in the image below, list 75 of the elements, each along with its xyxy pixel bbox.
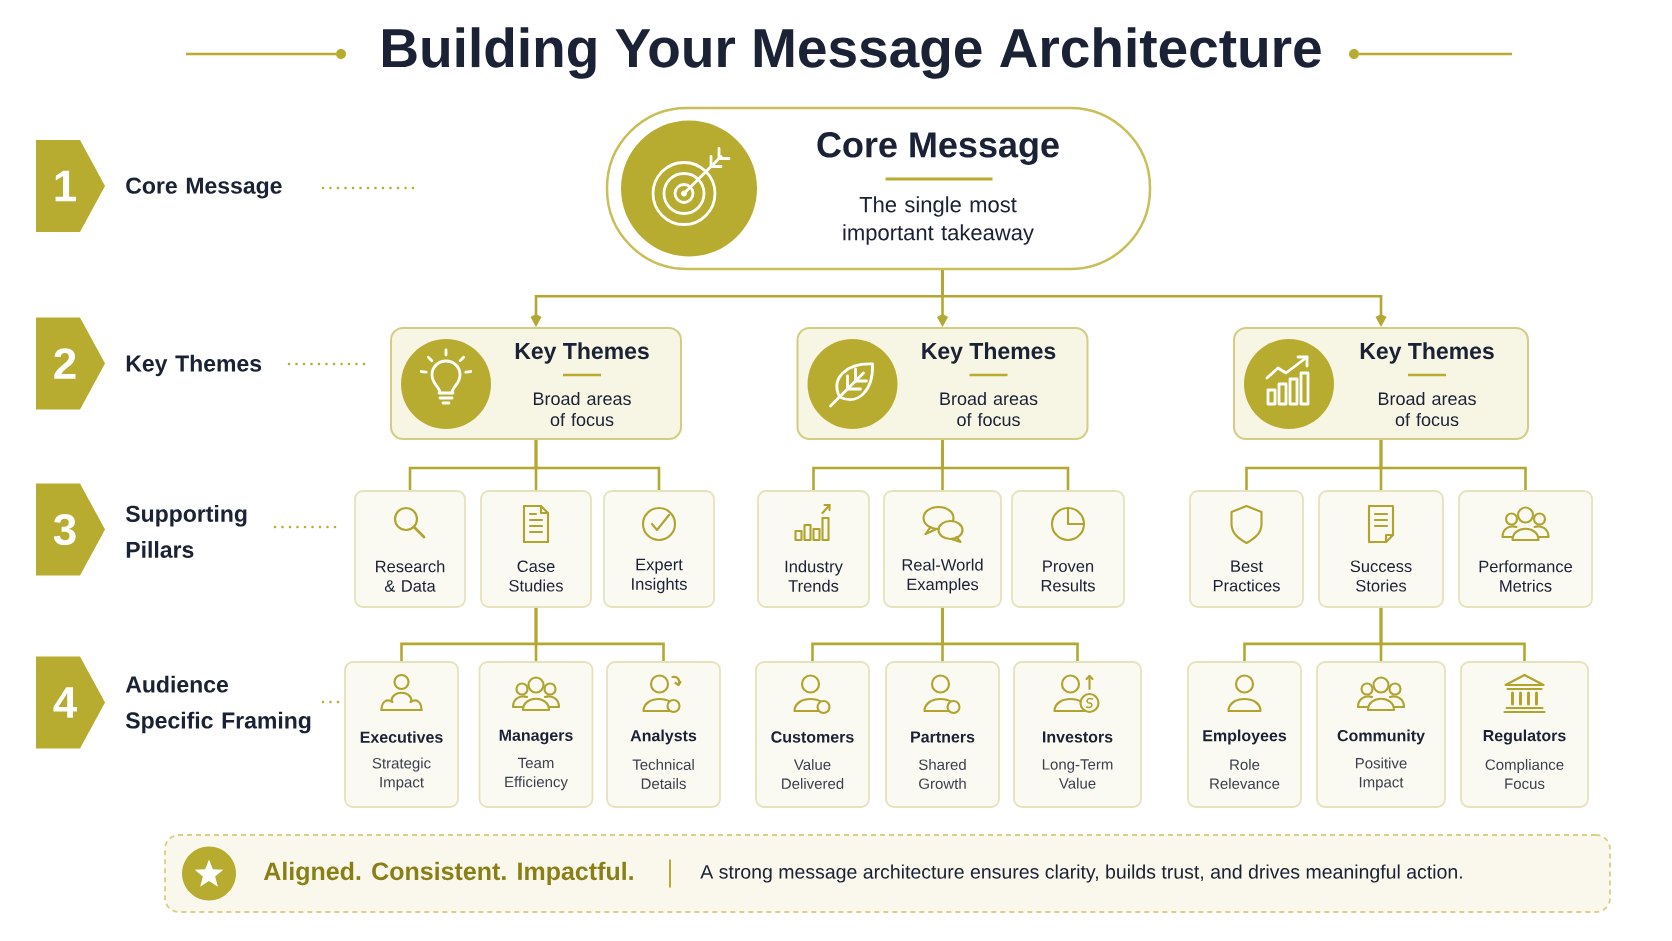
- audience-card: [1013, 661, 1142, 808]
- card-text: Shared Growth: [919, 759, 966, 789]
- audience-card: [755, 661, 870, 808]
- pillar-card: [354, 490, 466, 608]
- banner-text: A strong message architecture ensures clarity, builds trust, and drives meaningful action.: [700, 864, 1462, 883]
- card-heading: Key Themes: [922, 342, 1056, 364]
- pillar-card: [883, 490, 1002, 608]
- card-text: Role Relevance: [1210, 759, 1280, 789]
- card-text: Technical Details: [632, 759, 694, 789]
- card-heading: Regulators: [1483, 729, 1566, 745]
- pillar-card: [480, 490, 592, 608]
- level-label: Key Themes: [126, 354, 262, 377]
- card-label: Best Practices: [1213, 560, 1280, 592]
- pillar-card: [757, 490, 870, 608]
- card-heading: Key Themes: [1360, 342, 1494, 364]
- card-heading: Employees: [1203, 729, 1287, 745]
- theme-card: [796, 327, 1089, 440]
- card-heading: Executives: [360, 731, 443, 743]
- audience-card: [606, 661, 721, 808]
- number-tag: 3: [36, 483, 105, 576]
- connector-line: [534, 440, 661, 491]
- pillar-card: [603, 490, 715, 608]
- level-label: Supporting Pillars: [125, 505, 247, 558]
- audience-card: [344, 661, 459, 808]
- connector-line: [941, 440, 1070, 491]
- card-heading: Community: [1337, 729, 1425, 745]
- card-label: Case Studies: [509, 560, 563, 592]
- card-label: Performance Metrics: [1479, 560, 1572, 592]
- card-text: Broad areas of focus: [533, 391, 631, 427]
- card-text: Positive Impact: [1356, 757, 1407, 791]
- card-heading: Investors: [1043, 731, 1113, 743]
- card-text: The single most important takeaway: [843, 196, 1034, 245]
- pillar-card: [1458, 490, 1593, 608]
- card-heading: Customers: [771, 731, 854, 743]
- card-text: Value Delivered: [782, 759, 844, 789]
- card-text: Team Efficiency: [505, 757, 568, 791]
- card-label: Research & Data: [376, 560, 445, 592]
- theme-card: [390, 327, 682, 440]
- tagline: Aligned. Consistent. Impactful.: [263, 861, 633, 886]
- number-tag: 1: [36, 140, 105, 232]
- connector-line: [1379, 607, 1526, 662]
- message-card: [605, 106, 1152, 271]
- theme-card: [1233, 327, 1529, 440]
- title: Building Your Message Architecture: [383, 27, 1321, 79]
- card-text: Broad areas of focus: [1378, 391, 1476, 427]
- card-heading: Managers: [499, 729, 573, 745]
- card-label: Industry Trends: [785, 560, 843, 592]
- audience-card: [885, 661, 1000, 808]
- card-heading: Core Message: [817, 132, 1059, 165]
- card-text: Long-Term Value: [1042, 759, 1113, 789]
- audience-card: [1316, 661, 1446, 808]
- connector-line: [941, 607, 1079, 662]
- connector-line: [1379, 440, 1527, 491]
- card-heading: Partners: [911, 731, 975, 743]
- pillar-card: [1011, 490, 1125, 608]
- card-label: Real-World Examples: [902, 558, 983, 594]
- card-text: Strategic Impact: [372, 757, 431, 791]
- banner: [164, 834, 1611, 913]
- card-text: Compliance Focus: [1485, 759, 1564, 789]
- card-heading: Key Themes: [515, 342, 649, 364]
- pillar-card: [1189, 490, 1304, 608]
- audience-card: [1187, 661, 1302, 808]
- card-text: Broad areas of focus: [940, 391, 1038, 427]
- card-heading: Analysts: [630, 729, 697, 745]
- audience-card: [478, 661, 594, 808]
- connector-line: [534, 607, 665, 662]
- card-label: Success Stories: [1350, 560, 1412, 592]
- level-label: Audience Specific Framing: [125, 675, 311, 734]
- number-tag: 4: [36, 656, 105, 749]
- card-label: Expert Insights: [632, 558, 687, 594]
- pillar-card: [1318, 490, 1444, 608]
- level-label: Core Message: [126, 177, 282, 199]
- number-tag: 2: [36, 317, 105, 410]
- audience-card: [1460, 661, 1589, 808]
- card-label: Proven Results: [1041, 560, 1095, 592]
